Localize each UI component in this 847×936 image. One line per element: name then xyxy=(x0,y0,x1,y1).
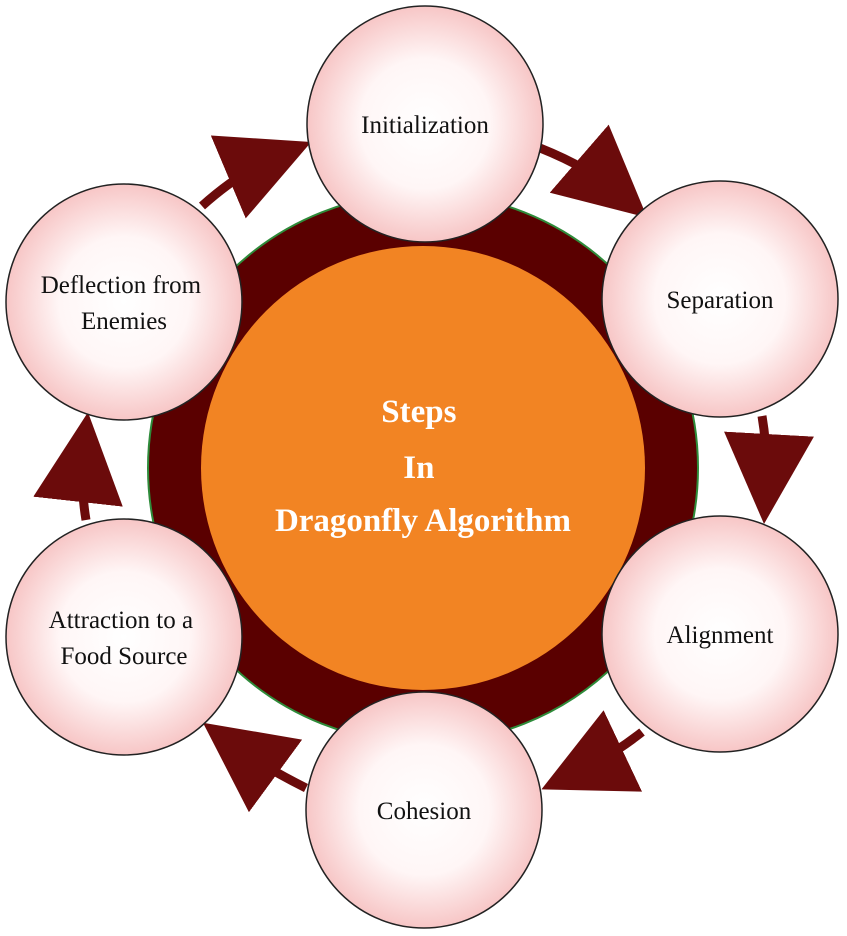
cycle-arrows xyxy=(33,124,814,813)
step-circle xyxy=(601,180,839,418)
step-label: Separation xyxy=(667,287,774,314)
step-node-attraction: Attraction to a Food Source xyxy=(5,518,243,756)
step-circle xyxy=(306,5,544,243)
step-label: Deflection from Enemies xyxy=(41,272,208,335)
step-label: Cohesion xyxy=(377,798,472,825)
step-node-initialization: Initialization xyxy=(306,5,544,243)
step-node-cohesion: Cohesion xyxy=(305,691,543,929)
center-title-line-3: Dragonfly Algorithm xyxy=(275,503,571,539)
step-circle xyxy=(601,515,839,753)
arrow-alignment-to-cohesion xyxy=(541,710,645,792)
center-title-line-2: In xyxy=(403,450,434,486)
step-circle xyxy=(5,183,243,421)
step-node-separation: Separation xyxy=(601,180,839,418)
center-title-line-1: Steps xyxy=(381,394,456,430)
arrow-initialization-to-separation xyxy=(538,124,648,218)
arrow-separation-to-alignment xyxy=(724,415,814,524)
center-title: Steps In Dragonfly Algorithm xyxy=(275,394,571,539)
step-node-alignment: Alignment xyxy=(601,515,839,753)
center-circle xyxy=(201,246,645,690)
step-circle xyxy=(5,518,243,756)
arrow-attraction-to-deflection xyxy=(33,412,123,521)
step-node-deflection: Deflection from Enemies xyxy=(5,183,243,421)
step-label: Attraction to a Food Source xyxy=(49,607,200,670)
arrow-cohesion-to-attraction xyxy=(202,722,309,813)
step-circle xyxy=(305,691,543,929)
step-label: Initialization xyxy=(361,112,489,139)
step-label: Alignment xyxy=(667,622,774,649)
arrow-deflection-to-initialization xyxy=(198,135,312,219)
